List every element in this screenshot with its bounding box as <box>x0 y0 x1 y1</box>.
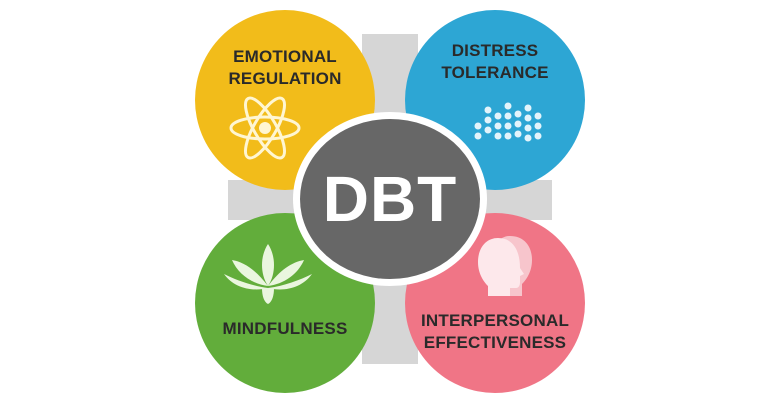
center-circle: DBT <box>300 119 480 279</box>
atom-icon <box>229 96 301 160</box>
two-faces-icon <box>478 236 532 296</box>
emotional-regulation-line1: EMOTIONAL <box>233 47 337 66</box>
center-label: DBT <box>322 163 458 235</box>
interpersonal-effectiveness-line1: INTERPERSONAL <box>420 311 570 330</box>
mindfulness-line1: MINDFULNESS <box>222 319 348 338</box>
distress-tolerance-line1: DISTRESS <box>451 41 539 60</box>
distress-tolerance-line2: TOLERANCE <box>441 63 549 82</box>
lotus-icon <box>224 244 312 304</box>
interpersonal-effectiveness-label: INTERPERSONAL EFFECTIVENESS <box>405 310 585 354</box>
mindfulness-label: MINDFULNESS <box>195 318 375 340</box>
emotional-regulation-label: EMOTIONAL REGULATION <box>195 46 375 90</box>
distress-tolerance-label: DISTRESS TOLERANCE <box>405 40 585 84</box>
interpersonal-effectiveness-line2: EFFECTIVENESS <box>423 333 567 352</box>
waveform-icon <box>474 102 542 142</box>
emotional-regulation-line2: REGULATION <box>228 69 342 88</box>
